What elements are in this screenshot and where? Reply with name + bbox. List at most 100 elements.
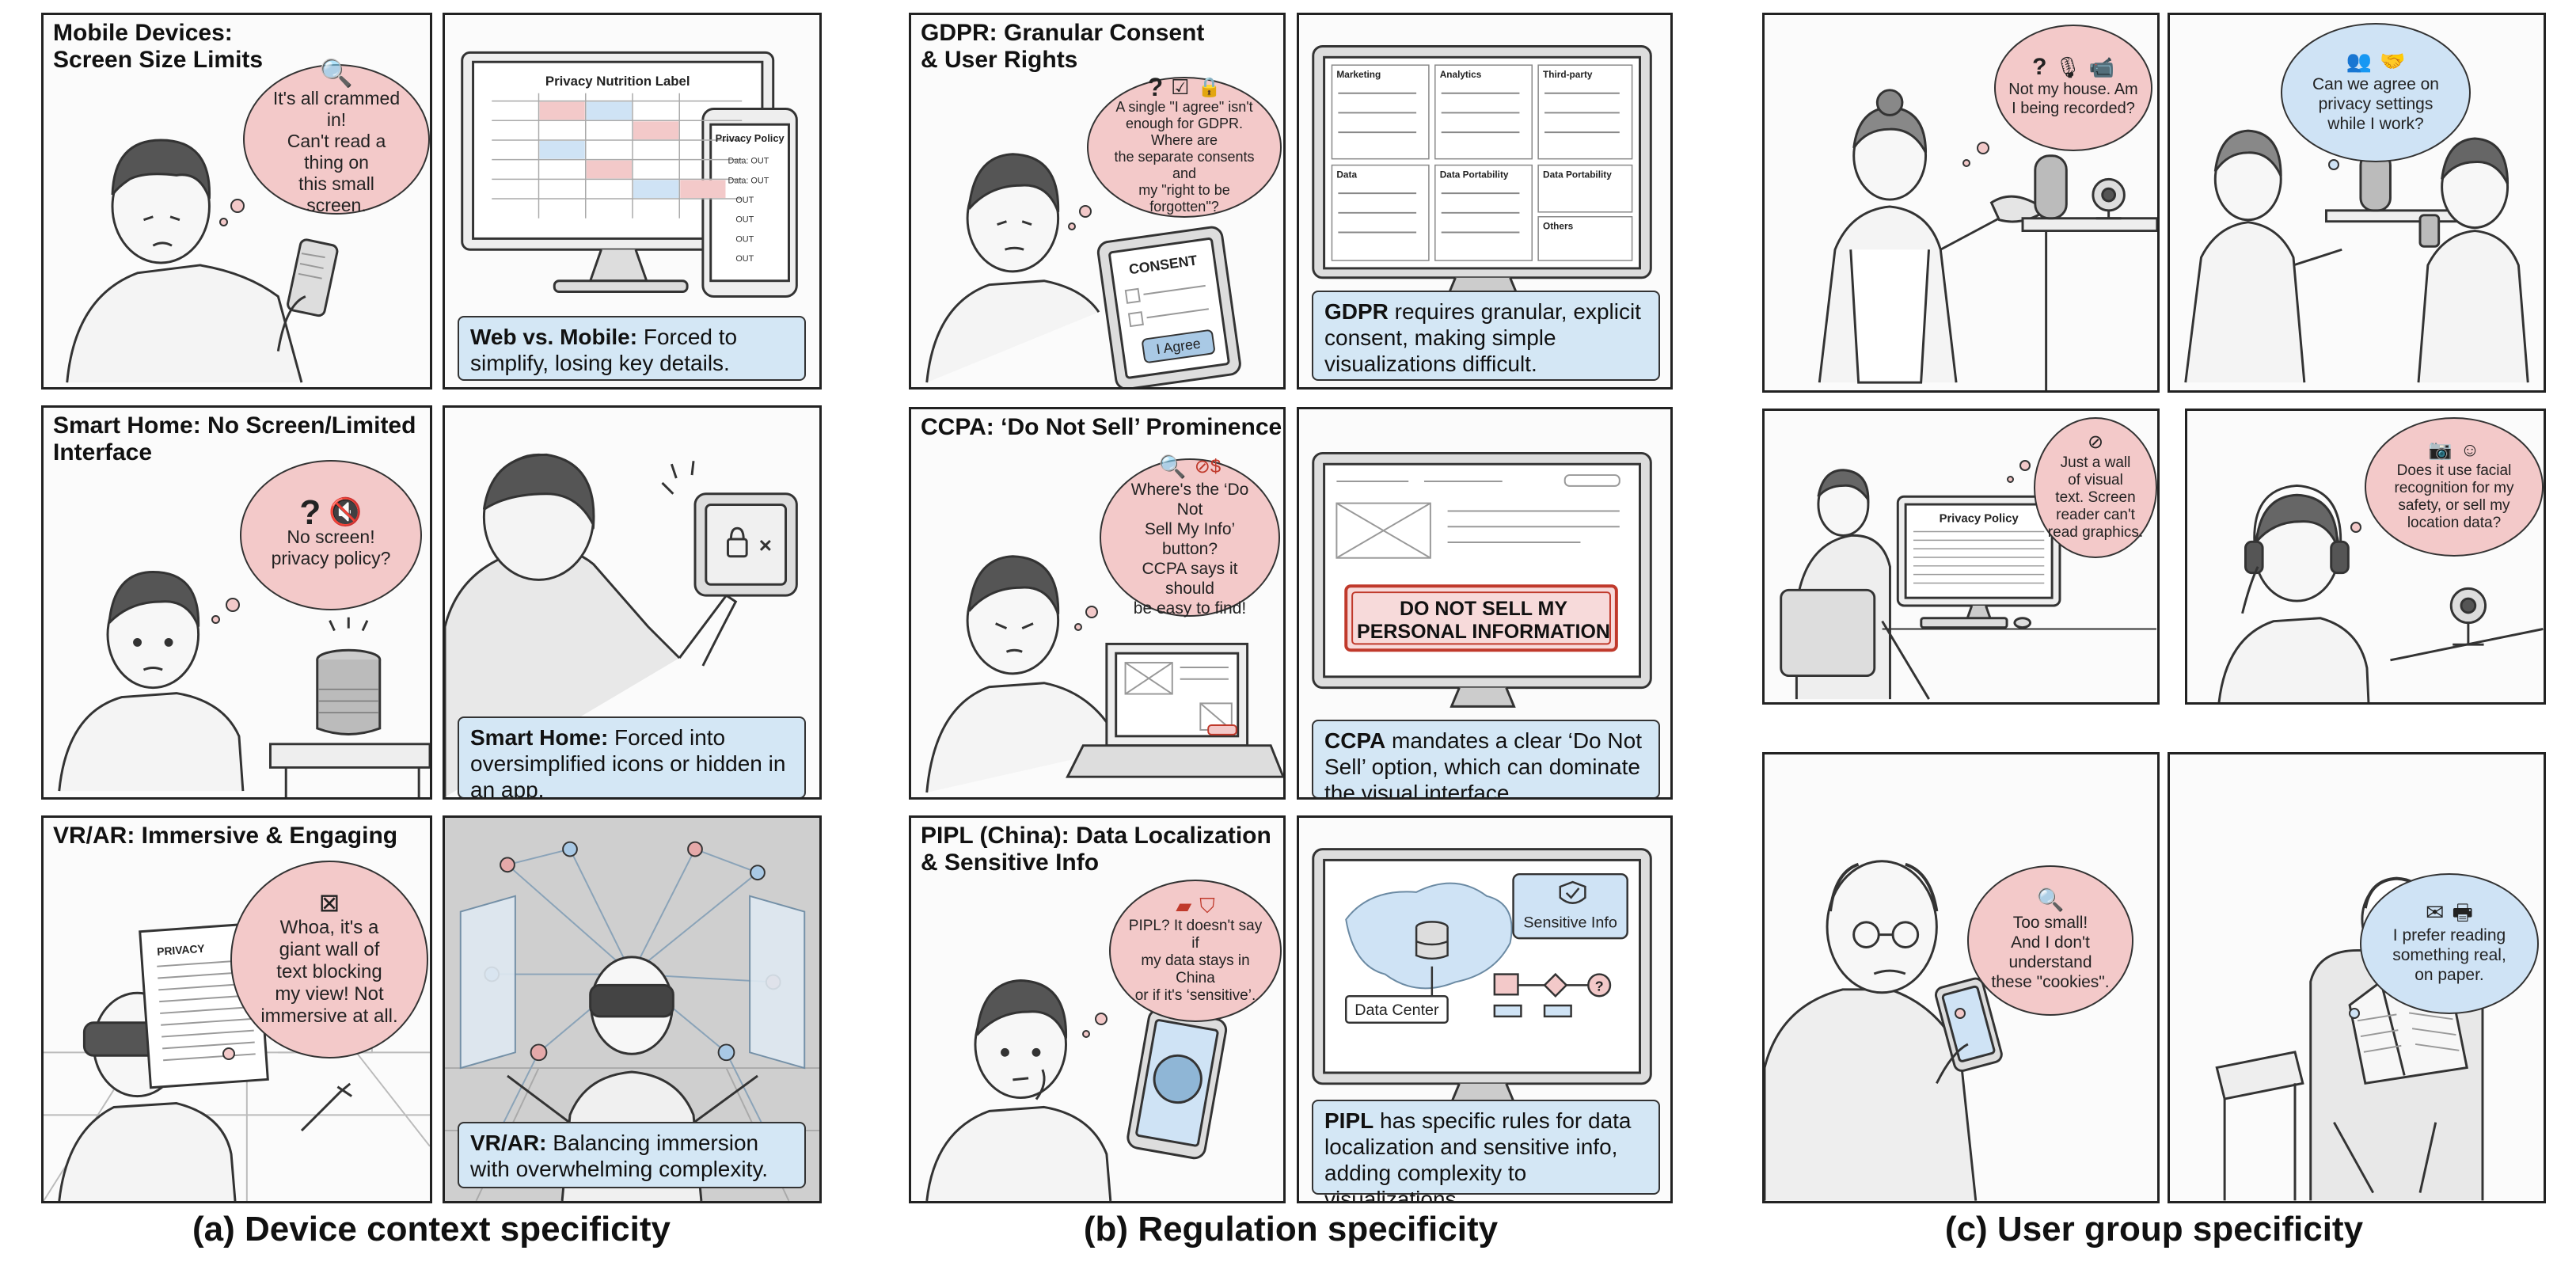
thought-dot xyxy=(211,615,220,624)
thought-dot xyxy=(1079,205,1092,218)
panel-smart-home-device: Smart Home: Forced into oversimplified i… xyxy=(443,405,822,800)
phone-row: OUT xyxy=(735,234,754,244)
caption-text: Forced into oversimplified icons or hidd… xyxy=(470,725,786,800)
thought-dot xyxy=(219,218,228,226)
phone-row: Data: OUT xyxy=(728,157,769,166)
panel-gdpr-settings: Marketing Analytics Third-party Data Dat… xyxy=(1297,13,1673,390)
caption: GDPR requires granular, explicit consent… xyxy=(1312,291,1660,381)
printer-icon: 🖶 xyxy=(2452,900,2473,925)
bubble-text: A single "I agree" isn't enough for GDPR… xyxy=(1114,99,1255,215)
settings-section: Data xyxy=(1336,169,1357,180)
group-label-c: (c) User group specificity xyxy=(1944,1210,2364,1248)
thought-bubble: ?☑🔒 A single "I agree" isn't enough for … xyxy=(1087,73,1282,218)
panel-ccpa-person: CCPA: ‘Do Not Sell’ Prominence 🔍⊘$ Where… xyxy=(909,407,1286,800)
gdpr-person-illustration: I Agree CONSENT xyxy=(925,153,1241,387)
thought-bubble: 🔍 It's all crammed in! Can't read a thin… xyxy=(243,58,430,215)
caption-strong: PIPL xyxy=(1324,1108,1374,1133)
monitor-and-phone-illustration: Privacy Nutrition Label Privacy Policy D… xyxy=(461,51,798,298)
screen-title: Privacy Nutrition Label xyxy=(545,74,690,89)
panel-title: Mobile Devices: Screen Size Limits xyxy=(53,20,264,73)
thought-dot xyxy=(1082,1030,1090,1038)
thought-bubble: ✉🖶 I prefer reading something real, on p… xyxy=(2360,873,2539,1014)
smart-home-person-illustration xyxy=(58,570,430,797)
gdpr-settings-monitor: Marketing Analytics Third-party Data Dat… xyxy=(1312,45,1652,298)
thought-bubble: 🔍⊘$ Where's the ‘Do Not Sell My Info’ bu… xyxy=(1100,454,1280,618)
panel-agree-settings: 👥 🤝 Can we agree on privacy settings whil… xyxy=(2168,13,2546,393)
no-sell-icon: ⊘$ xyxy=(1194,456,1222,477)
thought-dot xyxy=(230,199,245,213)
caption-strong: GDPR xyxy=(1324,299,1389,324)
magnifier-icon: 🔍 xyxy=(319,58,354,89)
panel-title: GDPR: Granular Consent & User Rights xyxy=(921,20,1205,73)
caption-text: mandates a clear ‘Do Not Sell’ option, w… xyxy=(1324,728,1642,800)
thought-dot xyxy=(2019,460,2031,471)
thought-dot xyxy=(2328,159,2339,170)
thought-dot xyxy=(1962,159,1970,167)
thought-dot xyxy=(222,1047,235,1060)
thought-dot xyxy=(1068,222,1076,230)
sensitive-info-label: Sensitive Info xyxy=(1523,914,1617,931)
panel-ccpa-monitor: DO NOT SELL MY PERSONAL INFORMATION CCPA… xyxy=(1297,407,1673,800)
bubble-text: Not my house. Am I being recorded? xyxy=(2008,81,2138,117)
caption-strong: VR/AR: xyxy=(470,1131,547,1155)
settings-section: Data Portability xyxy=(1440,169,1509,180)
users-icon: 👥 xyxy=(2346,49,2372,73)
caption-strong: Smart Home: xyxy=(470,725,609,750)
question-icon: ? xyxy=(299,492,321,532)
money-search-icon: 🔍 xyxy=(1158,454,1187,479)
panel-pipl-monitor: ? Sensitive Info Data Center PIPL has sp… xyxy=(1297,815,1673,1203)
bubble-text: No screen! privacy policy? xyxy=(271,526,391,568)
do-not-sell-button[interactable]: DO NOT SELL MY PERSONAL INFORMATION xyxy=(1357,598,1610,643)
bubble-text: Too small! And I don't understand these … xyxy=(1991,913,2110,991)
question-icon: ? xyxy=(1147,73,1164,101)
ccpa-monitor-illustration xyxy=(1312,451,1652,708)
caption: PIPL has specific rules for data localiz… xyxy=(1312,1100,1660,1201)
housekeeper-illustration xyxy=(1818,89,2157,390)
thought-dot xyxy=(1085,606,1098,618)
thought-dot xyxy=(2349,1008,2360,1019)
handshake-icon: 🤝 xyxy=(2380,49,2406,73)
settings-section: Analytics xyxy=(1440,69,1482,80)
phone-row: OUT xyxy=(735,254,754,264)
thought-bubble: ⊠ Whoa, it's a giant wall of text blocki… xyxy=(230,861,428,1058)
panel-vr-network: VR/AR: Balancing immersion with overwhel… xyxy=(443,815,822,1203)
bubble-text: Can we agree on privacy settings while I… xyxy=(2312,75,2439,133)
microphone-icon: 🎙 xyxy=(2054,55,2081,79)
thought-bubble: 📷☺ Does it use facial recognition for my… xyxy=(2365,417,2544,557)
no-visibility-icon: ⊘ xyxy=(2087,431,2104,453)
settings-section: Marketing xyxy=(1336,69,1381,80)
svg-text:?: ? xyxy=(1595,978,1604,994)
panel-housekeeper: ?🎙📹 Not my house. Am I being recorded? xyxy=(1762,13,2160,393)
cookie-magnifier-icon: 🔍 xyxy=(2036,887,2065,912)
checklist-icon: ☑ xyxy=(1171,75,1190,99)
no-audio-icon: 🔇 xyxy=(329,496,363,527)
panel-title: Smart Home: No Screen/Limited Interface xyxy=(53,412,416,466)
thought-bubble: ? 🔇 No screen! privacy policy? xyxy=(240,460,422,610)
headphones-illustration xyxy=(2217,484,2544,702)
caption-strong: CCPA xyxy=(1324,728,1386,753)
thought-bubble: ▰⛉ PIPL? It doesn't say if my data stays… xyxy=(1109,880,1282,1022)
panel-gdpr-person: I Agree CONSENT GDPR: Granular Consent &… xyxy=(909,13,1286,390)
caption: Web vs. Mobile: Forced to simplify, losi… xyxy=(458,316,806,381)
no-document-icon: ⊠ xyxy=(318,888,340,917)
panel-title: CCPA: ‘Do Not Sell’ Prominence xyxy=(921,414,1282,440)
pipl-monitor-illustration: ? Sensitive Info Data Center xyxy=(1312,848,1652,1104)
thought-dot xyxy=(1955,1008,1966,1019)
thought-bubble: ⊘ Just a wall of visual text. Screen rea… xyxy=(2034,417,2157,558)
map-china-icon: ▰ xyxy=(1176,894,1192,918)
camera-icon: 📷 xyxy=(2428,439,2453,461)
thought-dot xyxy=(1977,142,1989,154)
panel-screen-reader: Privacy Policy ⊘ Just a wall of visual t… xyxy=(1762,409,2160,705)
panel-elder-phone: 🔍 Too small! And I don't understand thes… xyxy=(1762,752,2160,1203)
thought-dot xyxy=(2007,476,2014,483)
phone-row: OUT xyxy=(735,215,754,225)
panel-web-vs-mobile: Privacy Nutrition Label Privacy Policy D… xyxy=(443,13,822,390)
bubble-text: Just a wall of visual text. Screen reade… xyxy=(2047,454,2144,541)
group-label-a: (a) Device context specificity xyxy=(192,1210,671,1248)
thought-bubble: ?🎙📹 Not my house. Am I being recorded? xyxy=(1994,25,2152,151)
caption: CCPA mandates a clear ‘Do Not Sell’ opti… xyxy=(1312,720,1660,800)
panel-smart-home-person: Smart Home: No Screen/Limited Interface … xyxy=(41,405,432,800)
panel-elder-paper: ✉🖶 I prefer reading something real, on p… xyxy=(2168,752,2546,1203)
panel-mobile-person: Mobile Devices: Screen Size Limits 🔍 It'… xyxy=(41,13,432,390)
face-recognition-icon: ☺ xyxy=(2460,439,2480,461)
